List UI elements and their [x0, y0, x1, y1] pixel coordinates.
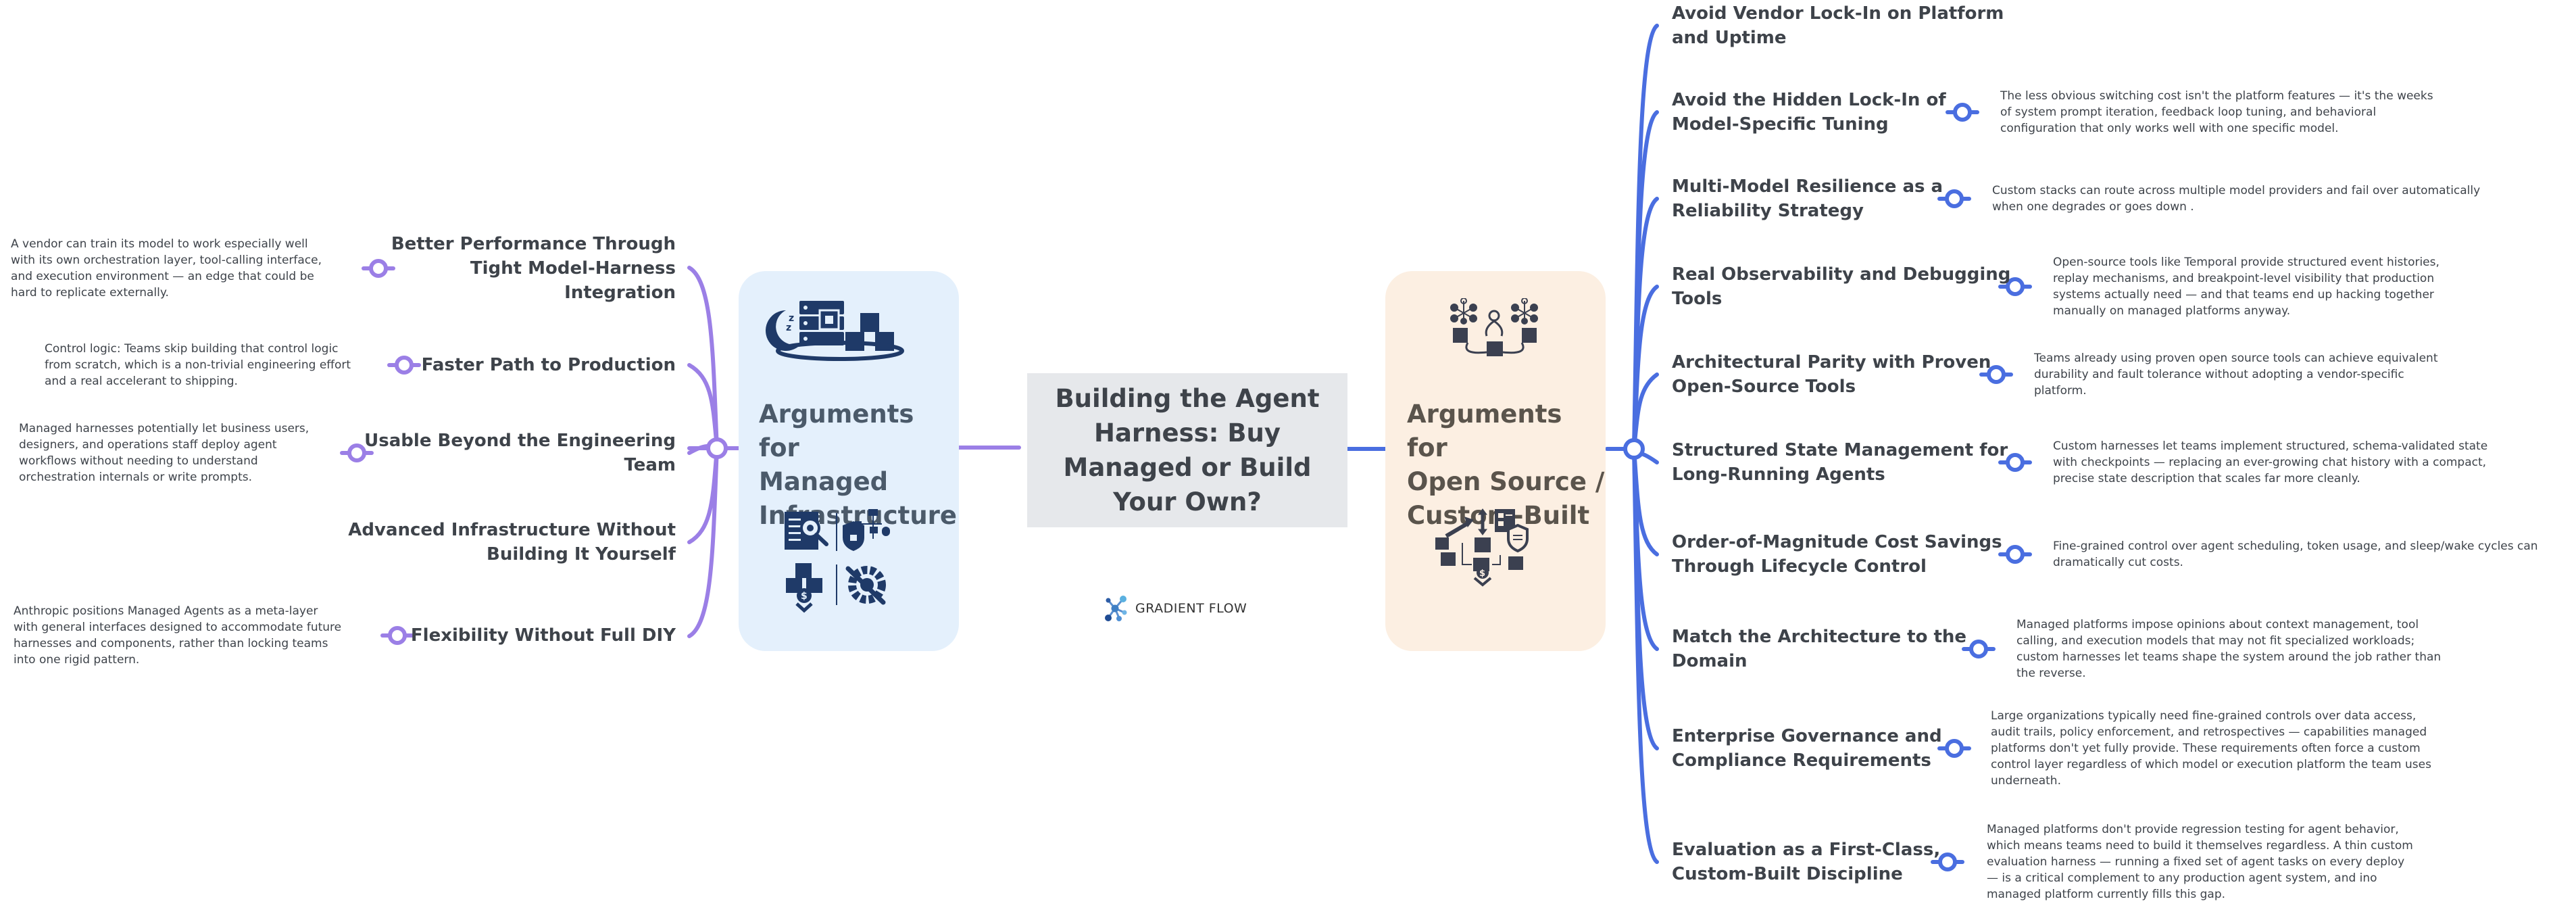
svg-text:$: $ [1479, 569, 1485, 579]
shield-document-icon [1507, 523, 1529, 553]
managed-argument-detail: Anthropic positions Managed Agents as a … [14, 604, 342, 667]
custom-argument-detail: Open-source tools like Temporal provide … [2053, 256, 2439, 318]
moon-sleep-icon [766, 310, 802, 351]
custom-argument-detail: Teams already using proven open source t… [2034, 352, 2438, 398]
managed-argument-heading[interactable]: Flexibility Without Full DIY [410, 625, 676, 646]
custom-argument-heading[interactable]: Evaluation as a First-Class,Custom-Built… [1672, 840, 1941, 884]
open-source-custom-node[interactable]: Arguments for Open Source / Custom-Built [1385, 271, 1606, 651]
custom-argument-detail: Custom stacks can route across multiple … [1992, 184, 2481, 214]
custom-detail-toggle[interactable] [2006, 277, 2025, 296]
network-node-icon [1105, 596, 1127, 621]
custom-argument-detail: Managed platforms don't provide regressi… [1987, 823, 2413, 901]
custom-hub-toggle[interactable] [1623, 438, 1645, 460]
custom-detail-toggle[interactable] [2006, 545, 2025, 564]
svg-text:$: $ [801, 591, 808, 602]
managed-branch-link [687, 363, 719, 450]
custom-detail-toggle[interactable] [1938, 853, 1957, 871]
custom-argument-detail: Custom harnesses let teams implement str… [2053, 439, 2488, 485]
brand-name: GRADIENT FLOW [1135, 601, 1247, 616]
central-topic-node[interactable]: Building the Agent Harness: Buy Managed … [1027, 373, 1347, 527]
custom-feature-icons: $ [1433, 508, 1534, 592]
central-topic-title: Building the Agent Harness: Buy Managed … [1055, 384, 1320, 517]
managed-detail-toggle[interactable] [369, 259, 388, 278]
managed-detail-toggle[interactable] [347, 443, 366, 462]
neural-network-icon [1450, 297, 1538, 325]
server-chip-icon [799, 301, 844, 345]
managed-argument-detail: A vendor can train its model to work esp… [11, 237, 322, 299]
custom-argument-detail: The less obvious switching cost isn't th… [2000, 89, 2433, 135]
svg-text:z: z [786, 322, 791, 333]
custom-detail-toggle[interactable] [1945, 739, 1964, 758]
cubes-dollar-icon: $ [1435, 537, 1523, 587]
scaling-arrow-icon [1445, 521, 1470, 538]
custom-branch-title: Arguments for Open Source / Custom-Built [1407, 400, 1605, 530]
custom-detail-toggle[interactable] [1987, 365, 2006, 384]
managed-argument-detail: Managed harnesses potentially let busine… [19, 422, 309, 484]
custom-detail-toggle[interactable] [2006, 453, 2025, 472]
custom-branch-link [1632, 447, 1659, 864]
managed-hero-illustration: z z [759, 297, 921, 367]
wrench-gear-icon [845, 566, 886, 605]
custom-argument-detail: Fine-grained control over agent scheduli… [2053, 539, 2538, 569]
platform-ring-icon [776, 341, 904, 361]
gradient-flow-logo: GRADIENT FLOW [1103, 595, 1247, 622]
managed-detail-toggle[interactable] [388, 626, 407, 645]
cubes-dollar-icon: $ [786, 563, 822, 613]
managed-argument-heading[interactable]: Faster Path to Production [421, 355, 676, 375]
shield-lock-flowchart-icon [843, 509, 890, 551]
managed-infrastructure-node[interactable]: z z [739, 271, 959, 651]
managed-detail-toggle[interactable] [395, 356, 414, 375]
sleep-z-icon: z [789, 313, 794, 324]
custom-branch-link [1632, 373, 1659, 451]
divider [836, 565, 837, 605]
custom-argument-detail: Large organizations typically need fine-… [1991, 709, 2431, 788]
divider [836, 513, 837, 551]
custom-hero-illustration [1447, 297, 1542, 362]
custom-detail-toggle[interactable] [1969, 640, 1988, 658]
custom-argument-detail: Managed platforms impose opinions about … [2016, 618, 2442, 680]
managed-branch-link [687, 446, 719, 638]
custom-detail-toggle[interactable] [1953, 103, 1972, 122]
managed-hub-toggle[interactable] [706, 437, 728, 459]
managed-argument-detail: Control logic: Teams skip building that … [45, 342, 351, 388]
routing-cubes-icon [1453, 310, 1537, 356]
managed-feature-icons: $ [781, 508, 902, 619]
document-search-bug-icon [785, 512, 828, 550]
custom-detail-toggle[interactable] [1945, 189, 1964, 208]
